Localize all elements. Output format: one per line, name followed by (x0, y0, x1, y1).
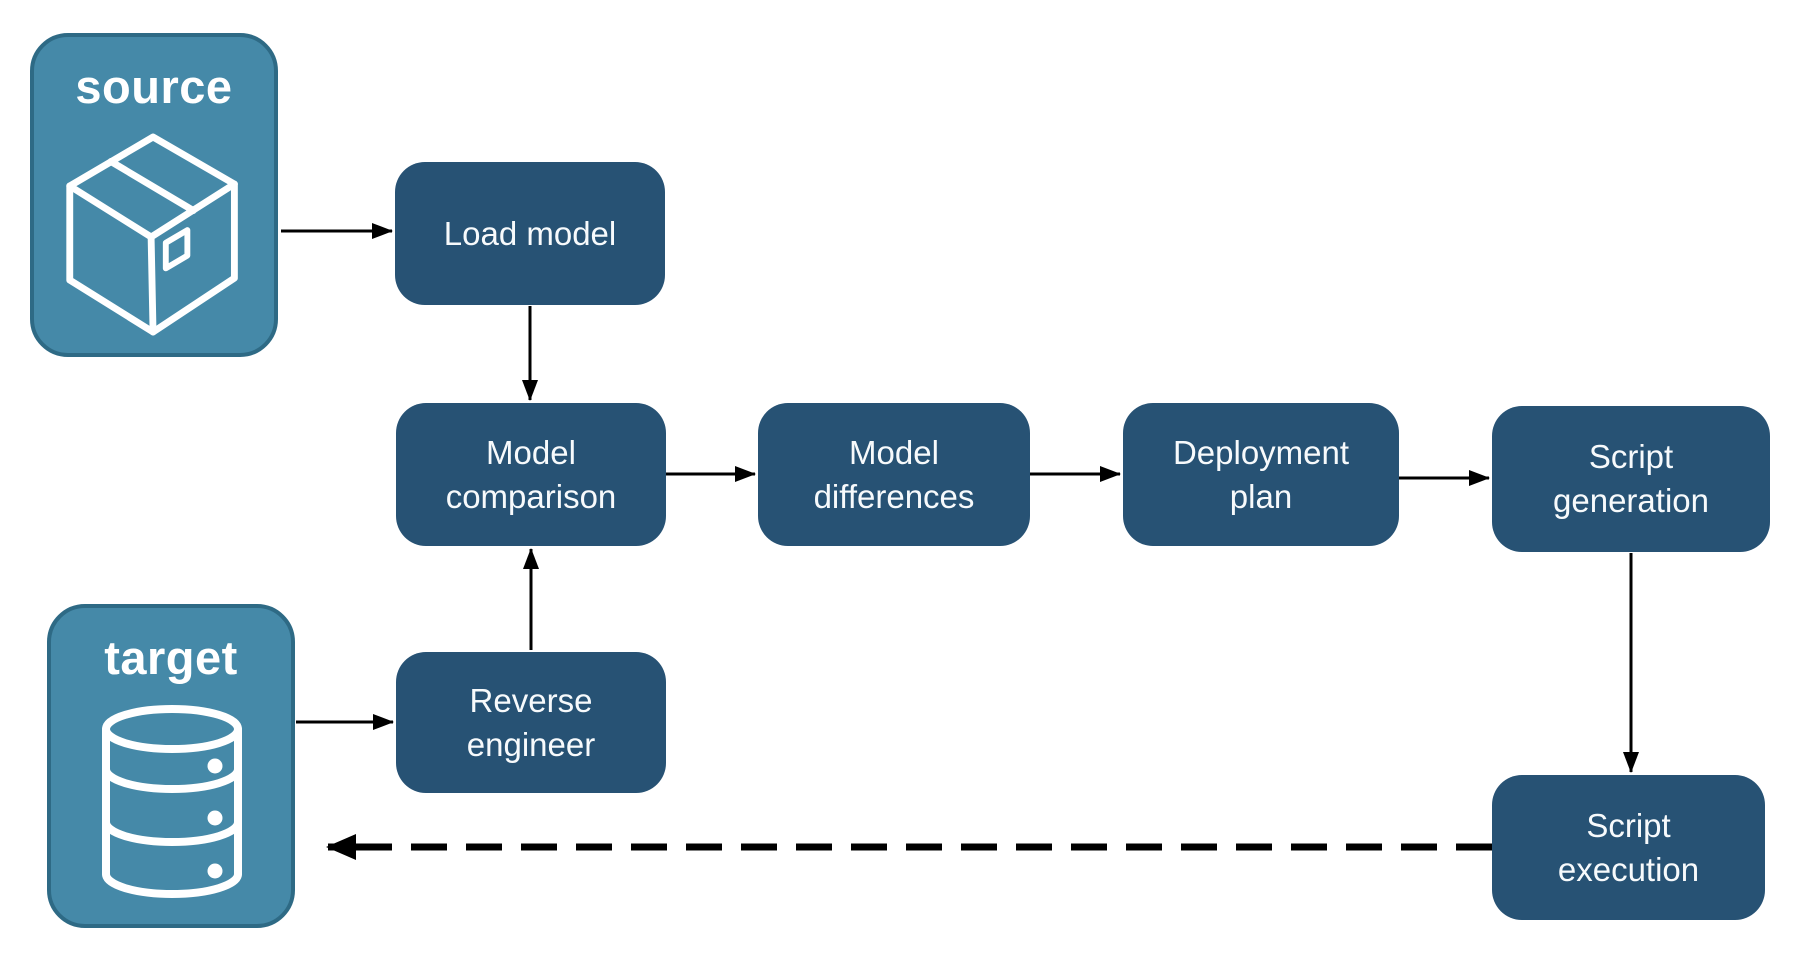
node-reverse-engineer: Reverse engineer (396, 652, 666, 793)
node-script-generation: Script generation (1492, 406, 1770, 552)
node-script-execution: Script execution (1492, 775, 1765, 920)
endpoint-target: target (47, 604, 295, 928)
node-model-comparison: Model comparison (396, 403, 666, 546)
database-icon (102, 705, 242, 898)
source-label: source (75, 60, 233, 113)
package-icon (66, 133, 238, 336)
node-load-model: Load model (395, 162, 665, 305)
node-model-differences: Model differences (758, 403, 1030, 546)
endpoint-source: source (30, 33, 278, 357)
target-label: target (104, 631, 238, 684)
node-deployment-plan: Deployment plan (1123, 403, 1399, 546)
